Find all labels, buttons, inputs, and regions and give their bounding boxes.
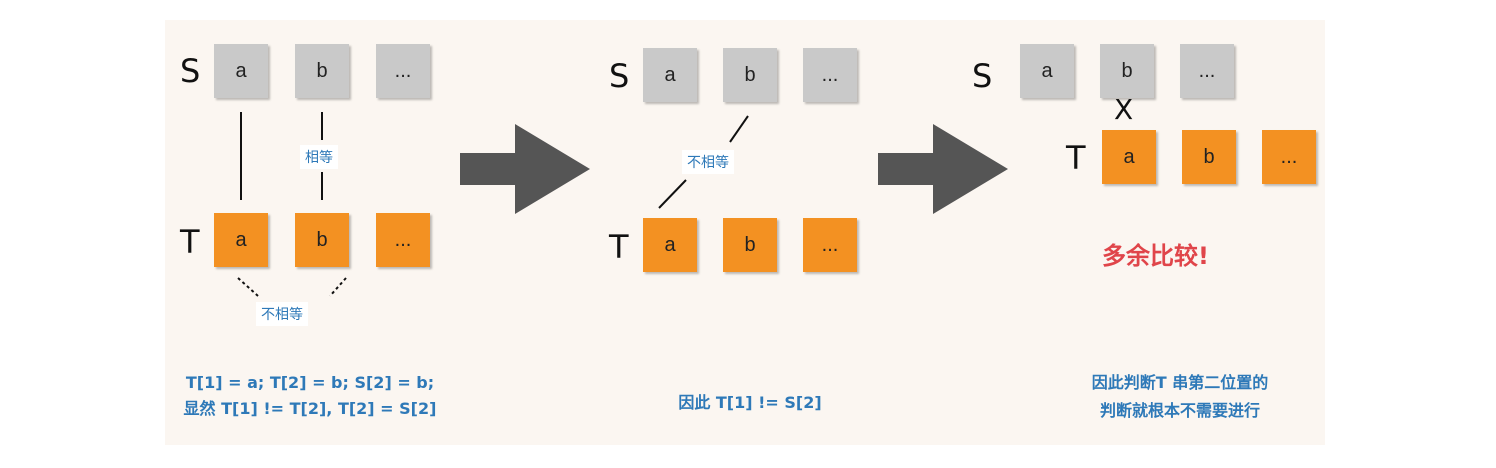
- s-box: a: [214, 44, 268, 98]
- s-box: b: [723, 48, 777, 102]
- equal-tag: 相等: [300, 145, 338, 169]
- t-box: b: [295, 213, 349, 267]
- t-box: ...: [1262, 130, 1316, 184]
- s-box: b: [1100, 44, 1154, 98]
- caption-line: 判断就根本不需要进行: [1099, 401, 1260, 420]
- caption-line: T[1] = a; T[2] = b; S[2] = b;: [185, 373, 435, 392]
- arrow-right-icon: [878, 124, 1008, 214]
- s-box: ...: [803, 48, 857, 102]
- s-box: ...: [376, 44, 430, 98]
- row-label-s: S: [180, 52, 201, 90]
- redundant-comparison-label: 多余比较!: [1102, 242, 1209, 270]
- not-equal-tag: 不相等: [256, 302, 308, 326]
- caption-line: 显然 T[1] != T[2], T[2] = S[2]: [183, 399, 437, 418]
- cross-mark: X: [1114, 93, 1134, 126]
- row-label-t: T: [1066, 139, 1086, 177]
- t-box: ...: [803, 218, 857, 272]
- row-label-s: S: [609, 57, 630, 95]
- row-label-s: S: [972, 57, 993, 95]
- connector-diagonal-lower: [658, 179, 687, 209]
- connector-not-equal-right: [329, 277, 347, 297]
- connector-not-equal-left: [237, 277, 259, 297]
- connector-diagonal-upper: [729, 115, 749, 143]
- t-box: a: [1102, 130, 1156, 184]
- t-box: a: [643, 218, 697, 272]
- not-equal-tag: 不相等: [682, 150, 734, 174]
- s-box: b: [295, 44, 349, 98]
- t-box: ...: [376, 213, 430, 267]
- row-label-t: T: [609, 228, 629, 266]
- caption-line: 因此 T[1] != S[2]: [678, 393, 822, 412]
- s-box: a: [643, 48, 697, 102]
- t-box: b: [1182, 130, 1236, 184]
- row-label-t: T: [180, 223, 200, 261]
- t-box: b: [723, 218, 777, 272]
- arrow-right-icon: [460, 124, 590, 214]
- s-box: a: [1020, 44, 1074, 98]
- t-box: a: [214, 213, 268, 267]
- s-box: ...: [1180, 44, 1234, 98]
- caption-line: 因此判断T 串第二位置的: [1091, 373, 1269, 392]
